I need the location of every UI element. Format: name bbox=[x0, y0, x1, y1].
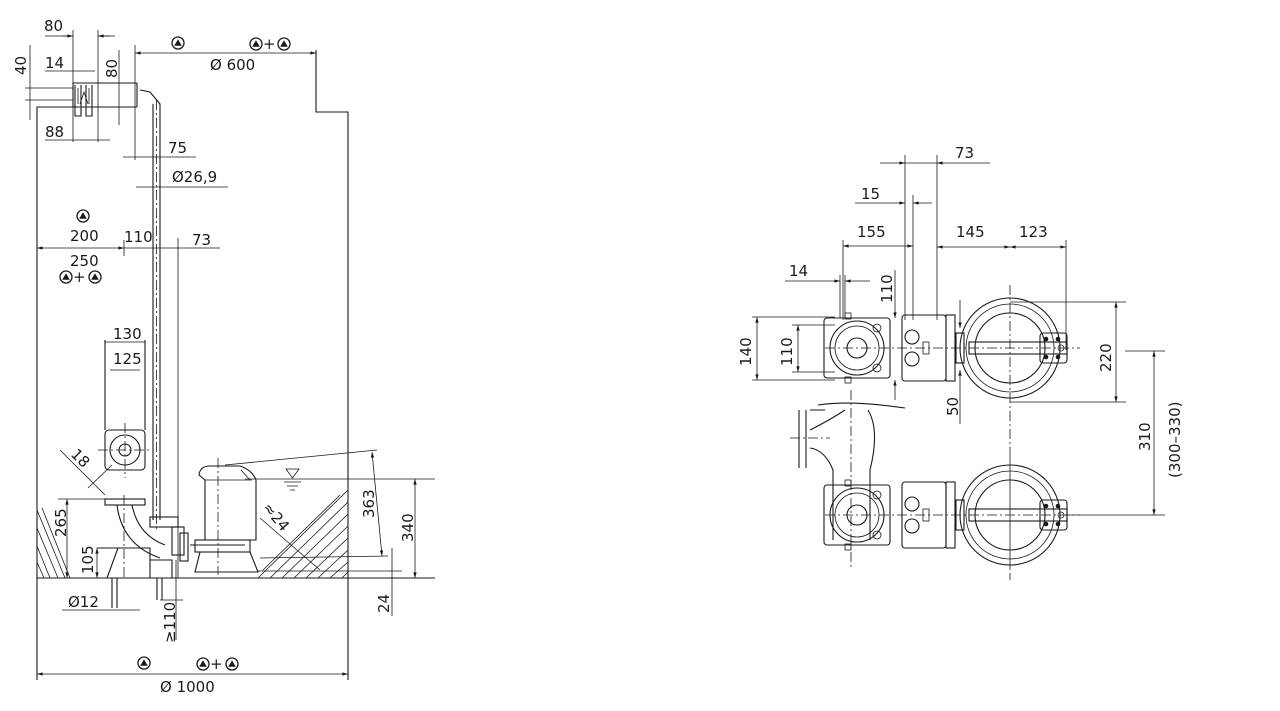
dim-24: 24 bbox=[375, 594, 393, 613]
float-switch bbox=[74, 85, 93, 117]
dim-80-vertical: 80 bbox=[103, 59, 121, 78]
plan-dim-14: 14 bbox=[789, 262, 808, 280]
dim-40: 40 bbox=[12, 56, 30, 75]
plan-dim-50: 50 bbox=[944, 397, 962, 416]
discharge-pipe bbox=[152, 112, 161, 520]
dim-pipe-diameter: Ø26,9 bbox=[172, 168, 217, 186]
discharge-elbow bbox=[97, 495, 189, 608]
dim-75: 75 bbox=[168, 139, 187, 157]
marker-a-icon bbox=[137, 656, 151, 670]
dim-250: 250 bbox=[70, 252, 99, 270]
marker-a-icon bbox=[76, 209, 90, 223]
marker-b-icon bbox=[277, 37, 291, 51]
plan-dim-220: 220 bbox=[1097, 343, 1115, 372]
dim-80-top: 80 bbox=[44, 17, 63, 35]
switch-box bbox=[98, 340, 152, 478]
plan-dim-310-range: (300–330) bbox=[1166, 402, 1184, 478]
marker-a-icon bbox=[59, 270, 73, 284]
plan-view: 73 15 155 145 123 14 110 140 110 50 220 … bbox=[737, 144, 1184, 580]
dim-340: 340 bbox=[399, 513, 417, 542]
dim-110: 110 bbox=[124, 228, 153, 246]
plus-sign: + bbox=[263, 35, 276, 53]
dim-200: 200 bbox=[70, 227, 99, 245]
submersible-pump bbox=[190, 458, 259, 575]
dim-265: 265 bbox=[52, 508, 70, 537]
plan-dim-15: 15 bbox=[861, 185, 880, 203]
dim-125: 125 bbox=[113, 350, 142, 368]
marker-b-icon bbox=[88, 270, 102, 284]
marker-a-icon bbox=[171, 36, 185, 50]
plan-dim-73: 73 bbox=[955, 144, 974, 162]
dim-88: 88 bbox=[45, 123, 64, 141]
plan-dim-110: 110 bbox=[778, 337, 796, 366]
plan-dim-155: 155 bbox=[857, 223, 886, 241]
marker-a-icon bbox=[196, 657, 210, 671]
plan-dim-310: 310 bbox=[1136, 422, 1154, 451]
water-level-icon bbox=[284, 468, 301, 491]
dim-bolt-diameter: Ø12 bbox=[68, 593, 99, 611]
tank-outline bbox=[36, 50, 349, 680]
dim-tank-diameter: Ø 1000 bbox=[160, 678, 215, 696]
plan-dim-140: 140 bbox=[737, 337, 755, 366]
dim-approx-24: ≈24 bbox=[259, 499, 293, 535]
dim-18: 18 bbox=[67, 445, 93, 471]
side-view: Ø 600 + Ø 1000 + 80 40 14 80 88 75 Ø26,9… bbox=[12, 17, 435, 696]
dim-105: 105 bbox=[79, 545, 97, 574]
dim-73: 73 bbox=[192, 231, 211, 249]
dim-130: 130 bbox=[113, 325, 142, 343]
plan-dim-123: 123 bbox=[1019, 223, 1048, 241]
dim-363: 363 bbox=[360, 489, 378, 518]
plan-dim-110-vertical: 110 bbox=[878, 274, 896, 303]
marker-b-icon bbox=[225, 657, 239, 671]
dim-min-110: ≥110 bbox=[161, 602, 179, 643]
plus-sign: + bbox=[210, 655, 223, 673]
plus-sign: + bbox=[73, 268, 86, 286]
marker-a-icon bbox=[249, 37, 263, 51]
dim-14: 14 bbox=[45, 54, 64, 72]
connecting-pipe bbox=[790, 390, 906, 570]
concrete-hatching bbox=[36, 489, 349, 579]
plan-dim-145: 145 bbox=[956, 223, 985, 241]
dim-tank-top-diameter: Ø 600 bbox=[210, 56, 255, 74]
